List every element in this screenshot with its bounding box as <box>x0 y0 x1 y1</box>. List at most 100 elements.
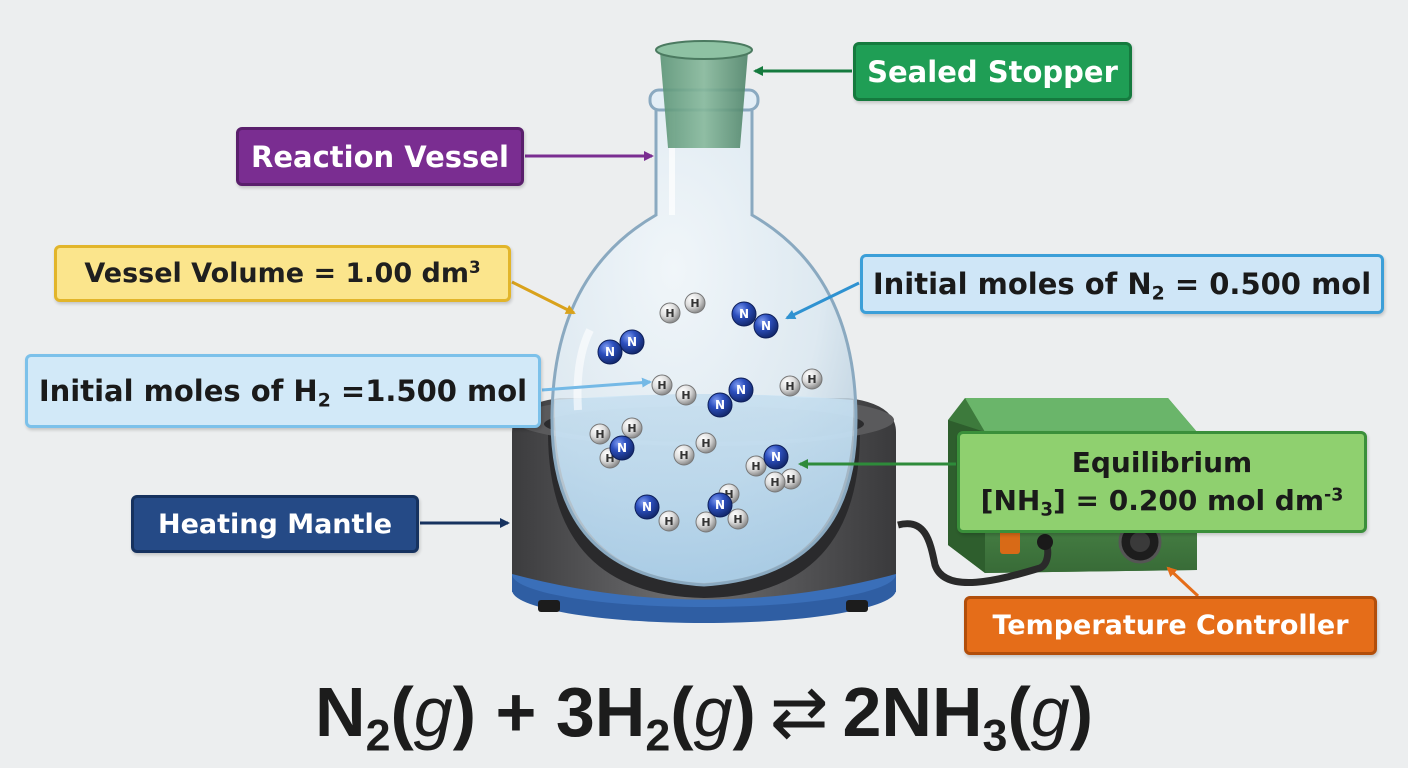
hydrogen-atom-icon <box>659 302 681 324</box>
n2-subscript: 2 <box>1151 283 1165 305</box>
heating-mantle-label: Heating Mantle <box>131 495 419 553</box>
hydrogen-atom-label: H <box>807 373 816 386</box>
n2-arrow <box>785 281 860 320</box>
equilibrium-label: Equilibrium [NH3] = 0.200 mol dm-3 <box>957 431 1367 533</box>
nitrogen-atom-label: N <box>771 450 781 464</box>
n2-moles-text: Initial moles of N2 = 0.500 mol <box>872 267 1372 304</box>
eq-suffix: ] = 0.200 mol dm <box>1052 484 1325 517</box>
hydrogen-atom-icon <box>727 508 749 530</box>
eq-state-3: g <box>1030 673 1070 751</box>
hydrogen-atom-label: H <box>733 513 742 526</box>
n2-suffix: = 0.500 mol <box>1164 267 1372 301</box>
hydrogen-atom-icon <box>745 455 767 477</box>
nitrogen-atom-label: N <box>761 319 771 333</box>
hydrogen-atom-icon <box>675 384 697 406</box>
reaction-flask <box>550 88 858 587</box>
h2-moles-label: Initial moles of H2 =1.500 mol <box>25 354 541 428</box>
molecule-h2: HH <box>673 432 717 466</box>
hydrogen-atom-label: H <box>679 449 688 462</box>
n2-prefix: Initial moles of N <box>872 267 1152 301</box>
vessel-volume-label: Vessel Volume = 1.00 dm3 <box>54 245 511 302</box>
nitrogen-atom-label: N <box>642 500 652 514</box>
eq-exponent: -3 <box>1324 485 1344 506</box>
h2-suffix: =1.500 mol <box>330 374 528 408</box>
volume-arrow <box>511 280 576 315</box>
hydrogen-atom-icon <box>658 510 680 532</box>
hydrogen-atom-icon <box>684 292 706 314</box>
nitrogen-atom-icon <box>731 301 757 327</box>
hydrogen-atom-label: H <box>785 380 794 393</box>
equilibrium-concentration: [NH3] = 0.200 mol dm-3 <box>981 482 1344 520</box>
eq-h2-sub: 2 <box>645 710 671 761</box>
reaction-vessel-label: Reaction Vessel <box>236 127 524 186</box>
equilibrium-title: Equilibrium <box>1071 446 1253 480</box>
stopper <box>655 40 753 148</box>
molecule-n2: NN <box>707 377 754 418</box>
hydrogen-atom-label: H <box>690 297 699 310</box>
equilibrium-arrow-icon: ⇄ <box>769 673 829 751</box>
nitrogen-atom-label: N <box>627 335 637 349</box>
reaction-vessel-text: Reaction Vessel <box>251 139 509 174</box>
h2-subscript: 2 <box>317 390 331 412</box>
n2-moles-label: Initial moles of N2 = 0.500 mol <box>860 254 1384 314</box>
hydrogen-atom-icon <box>779 375 801 397</box>
eq-subscript: 3 <box>1040 499 1053 521</box>
vessel-volume-main: Vessel Volume = 1.00 dm <box>84 258 469 289</box>
sealed-stopper-text: Sealed Stopper <box>867 54 1118 89</box>
nitrogen-atom-icon <box>753 313 779 339</box>
reaction-equation: N2(g) + 3H2(g)⇄2NH3(g) <box>315 673 1093 761</box>
hydrogen-atom-label: H <box>627 422 636 435</box>
nitrogen-atom-label: N <box>715 398 725 412</box>
temperature-controller-label: Temperature Controller <box>964 596 1377 655</box>
hydrogen-atom-icon <box>801 368 823 390</box>
hydrogen-atom-label: H <box>701 437 710 450</box>
hydrogen-atom-label: H <box>664 515 673 528</box>
hydrogen-atom-icon <box>589 423 611 445</box>
temperature-arrow <box>1166 566 1200 598</box>
molecules: HHNNNNHHNNHHHHHNHHHHHNHHNHHHN <box>589 292 823 533</box>
temperature-controller-text: Temperature Controller <box>992 610 1349 641</box>
heating-mantle-text: Heating Mantle <box>157 508 393 540</box>
nitrogen-atom-icon <box>763 444 789 470</box>
hydrogen-atom-icon <box>764 471 786 493</box>
eq-plus: + <box>495 673 537 751</box>
hydrogen-atom-label: H <box>701 516 710 529</box>
molecule-n2: NN <box>597 329 645 365</box>
hydrogen-atom-label: H <box>605 452 614 465</box>
power-cable <box>897 520 1052 587</box>
hydrogen-atom-icon <box>695 511 717 533</box>
nitrogen-atom-icon <box>597 339 623 365</box>
nitrogen-atom-label: N <box>617 441 627 455</box>
h2-prefix: Initial moles of H <box>38 374 318 408</box>
eq-nh3-sub: 3 <box>982 710 1008 761</box>
nitrogen-atom-label: N <box>736 383 746 397</box>
hydrogen-atom-label: H <box>681 389 690 402</box>
nitrogen-atom-icon <box>728 377 754 403</box>
hydrogen-atom-label: H <box>665 307 674 320</box>
sealed-stopper-label: Sealed Stopper <box>853 42 1132 101</box>
hydrogen-atom-label: H <box>751 460 760 473</box>
hydrogen-atom-icon <box>695 432 717 454</box>
eq-prefix: [NH <box>980 484 1041 517</box>
molecule-n2: NN <box>731 301 779 339</box>
nitrogen-atom-label: N <box>739 307 749 321</box>
nitrogen-atom-label: N <box>715 498 725 512</box>
nitrogen-atom-icon <box>707 492 733 518</box>
eq-state-1: g <box>413 673 453 751</box>
molecule-h2: HH <box>651 374 697 406</box>
hydrogen-atom-label: H <box>770 476 779 489</box>
nitrogen-atom-icon <box>609 435 635 461</box>
molecule-h2: HH <box>659 292 706 324</box>
nitrogen-atom-icon <box>634 494 660 520</box>
nitrogen-atom-label: N <box>605 345 615 359</box>
eq-n2-sub: 2 <box>365 710 391 761</box>
vessel-volume-exponent: 3 <box>468 256 481 277</box>
hydrogen-atom-icon <box>651 374 673 396</box>
eq-state-2: g <box>693 673 733 751</box>
hydrogen-atom-icon <box>673 444 695 466</box>
vessel-volume-text: Vessel Volume = 1.00 dm3 <box>84 258 480 289</box>
hydrogen-atom-label: H <box>724 488 733 501</box>
